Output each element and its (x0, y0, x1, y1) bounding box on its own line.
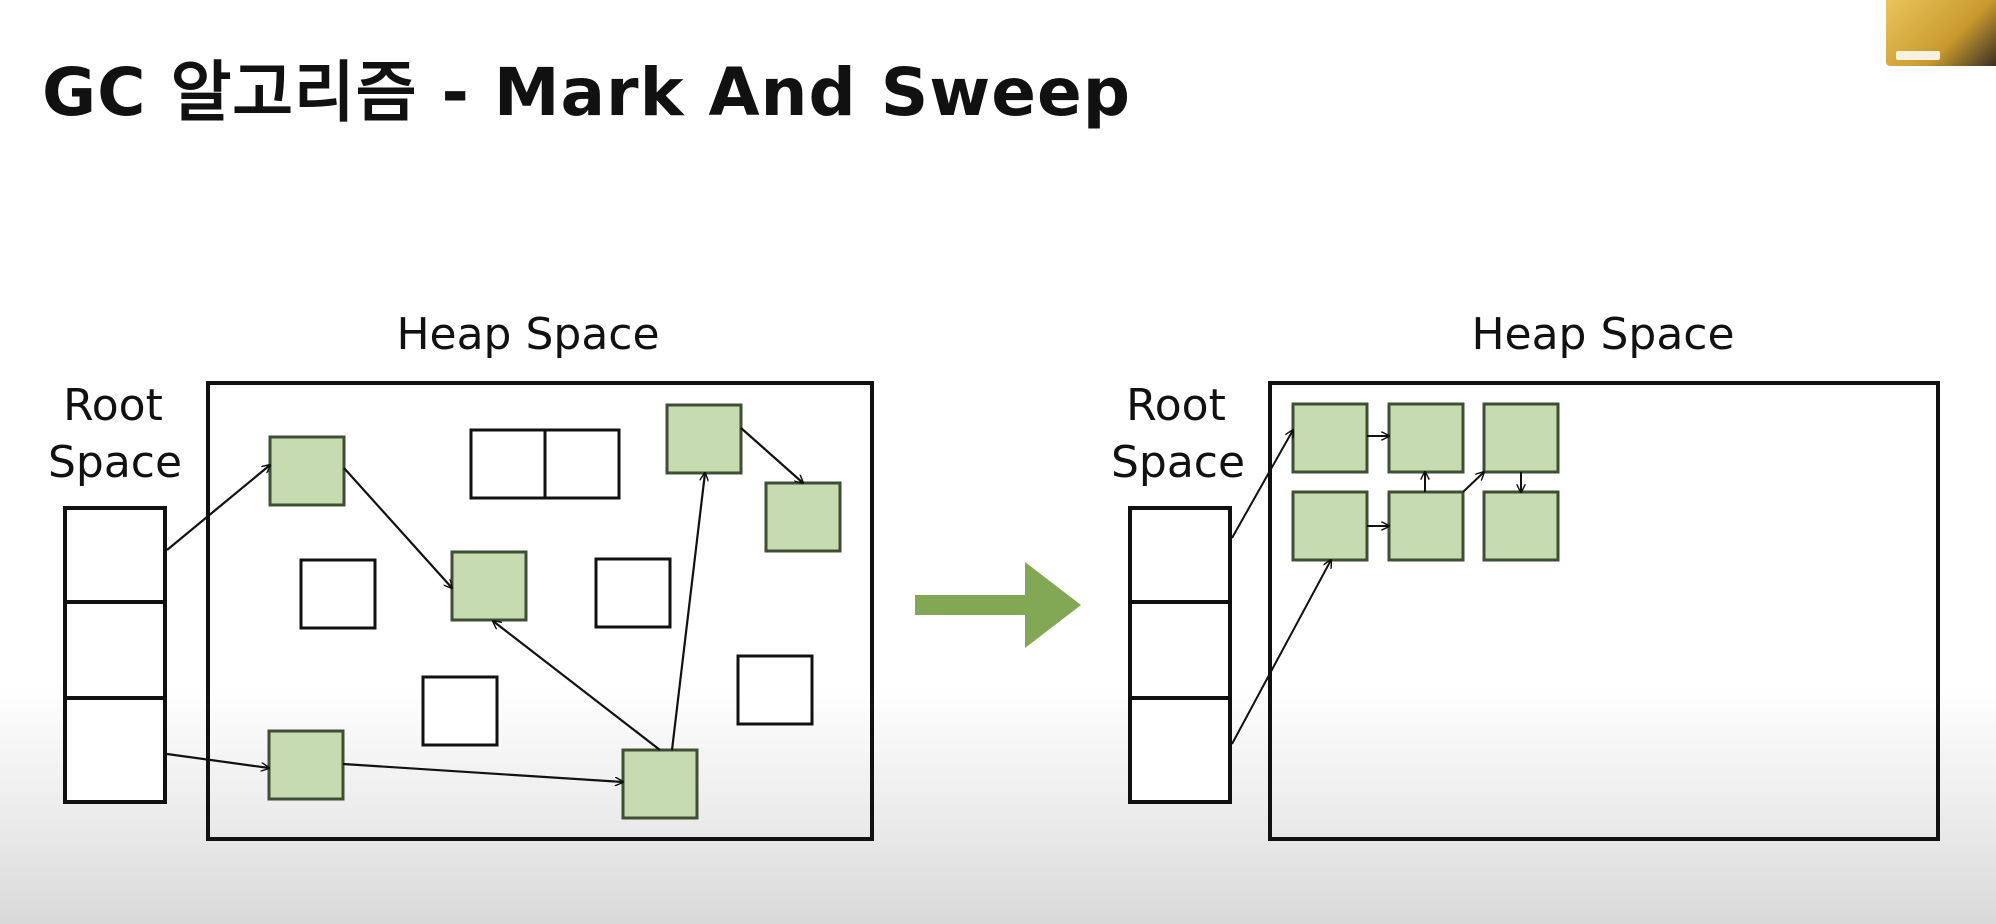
presenter-webcam-thumbnail (1886, 0, 1996, 66)
reachable-object (665, 403, 743, 475)
live-object (1387, 402, 1465, 474)
live-object (1387, 490, 1465, 562)
before-root-slot (63, 696, 167, 804)
unreachable-object (543, 428, 621, 500)
unreachable-object (299, 558, 377, 630)
before-root-slot (63, 506, 167, 604)
reachable-object (267, 729, 345, 801)
before-panel: Heap Space Root Space (48, 309, 874, 841)
after-root-label-line2: Space (1111, 437, 1245, 488)
live-object (1482, 402, 1560, 474)
after-panel: Heap Space Root Space (1111, 309, 1940, 841)
reference-arrow (493, 621, 661, 751)
before-root-label-line1: Root (63, 380, 163, 431)
reachable-object (450, 550, 528, 622)
webcam-name-badge (1896, 51, 1940, 60)
before-heap-label: Heap Space (396, 309, 659, 360)
reachable-object (621, 748, 699, 820)
after-references (1231, 430, 1521, 745)
after-root-stack (1128, 506, 1232, 804)
reference-arrow (1231, 430, 1293, 539)
reference-arrow (342, 762, 623, 782)
reference-arrow (1231, 560, 1331, 745)
reference-arrow (670, 473, 705, 751)
right-arrow-icon (915, 562, 1081, 648)
live-object (1291, 402, 1369, 474)
reference-arrow (166, 752, 269, 768)
before-root-stack (63, 506, 167, 804)
live-object (1482, 490, 1560, 562)
unreachable-object (594, 557, 672, 629)
before-root-label-line2: Space (48, 437, 182, 488)
reference-arrow (343, 467, 452, 588)
after-root-slot (1128, 696, 1232, 804)
before-references (166, 427, 803, 782)
after-root-slot (1128, 600, 1232, 700)
reference-arrow (1462, 472, 1484, 493)
after-heap-label: Heap Space (1471, 309, 1734, 360)
before-heap-box (206, 381, 874, 841)
unreachable-object (736, 654, 814, 726)
after-root-slot (1128, 506, 1232, 604)
unreachable-object (469, 428, 547, 500)
after-heap-box (1268, 381, 1940, 841)
after-root-label-line1: Root (1126, 380, 1226, 431)
unreachable-object (421, 675, 499, 747)
live-object (1291, 490, 1369, 562)
before-root-slot (63, 600, 167, 700)
reachable-object (268, 435, 346, 507)
reference-arrow (166, 465, 270, 551)
slide-title: GC 알고리즘 - Mark And Sweep (42, 54, 1132, 131)
reachable-object (764, 481, 842, 553)
reference-arrow (740, 427, 803, 483)
